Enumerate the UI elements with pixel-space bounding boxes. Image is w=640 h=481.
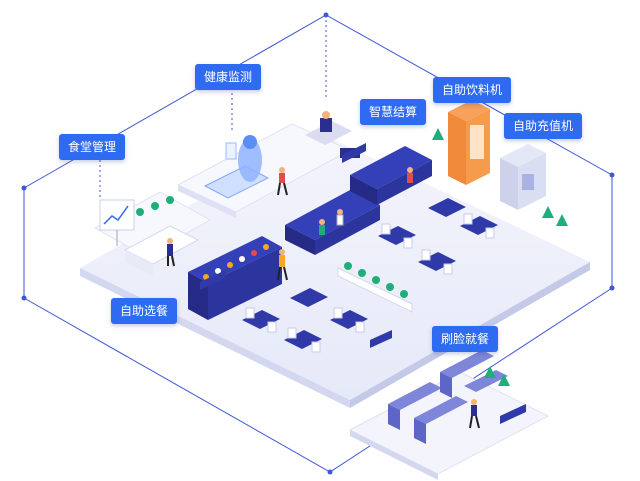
management-desk — [123, 225, 200, 276]
label-face-scan-dining: 刷脸就餐 — [432, 326, 499, 352]
management-board — [99, 199, 135, 246]
planter-row — [337, 262, 413, 313]
label-self-service-recharge: 自助充值机 — [504, 113, 583, 139]
label-canteen-management: 食堂管理 — [59, 134, 126, 160]
plant-icon — [136, 196, 174, 216]
label-self-service-meal-selection: 自助选餐 — [111, 298, 178, 324]
checkout-staff-icon — [319, 167, 413, 235]
checkout-counter-left — [285, 190, 380, 255]
dining-chairs — [245, 213, 495, 353]
label-self-service-drinks: 自助饮料机 — [433, 77, 512, 103]
face-scan-platform-edge — [350, 430, 438, 480]
checkout-counter-right — [350, 146, 432, 205]
tree-icons — [432, 128, 568, 226]
health-platform-edge — [178, 185, 236, 218]
health-scanner — [203, 135, 270, 199]
label-health-monitoring: 健康监测 — [195, 64, 262, 90]
label-smart-checkout: 智慧结算 — [360, 99, 427, 125]
face-scan-person-icon — [469, 399, 480, 429]
sign-boards — [200, 143, 526, 424]
diner-person-icon — [277, 249, 288, 281]
meal-selection-counter — [188, 236, 282, 320]
face-scan-gates — [388, 350, 508, 444]
dining-tables — [242, 198, 498, 349]
frame-nodes — [21, 12, 615, 475]
health-walker-icon — [277, 167, 288, 196]
management-platform — [93, 191, 212, 257]
face-scan-trees — [484, 366, 510, 386]
drink-machine — [448, 100, 490, 185]
manager-person-icon — [167, 238, 175, 267]
recharge-machine — [500, 144, 546, 210]
